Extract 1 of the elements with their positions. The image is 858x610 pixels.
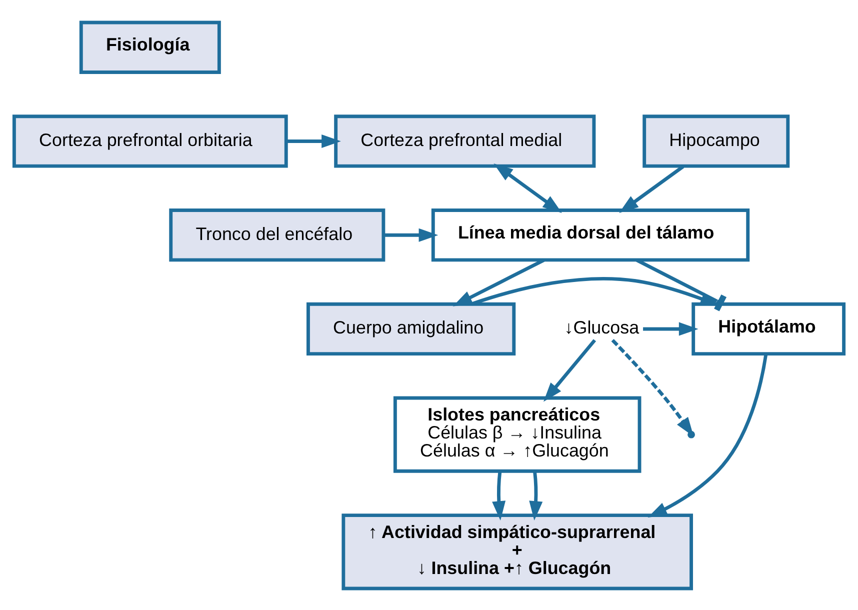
node-text: ↓Glucosa <box>564 317 640 338</box>
